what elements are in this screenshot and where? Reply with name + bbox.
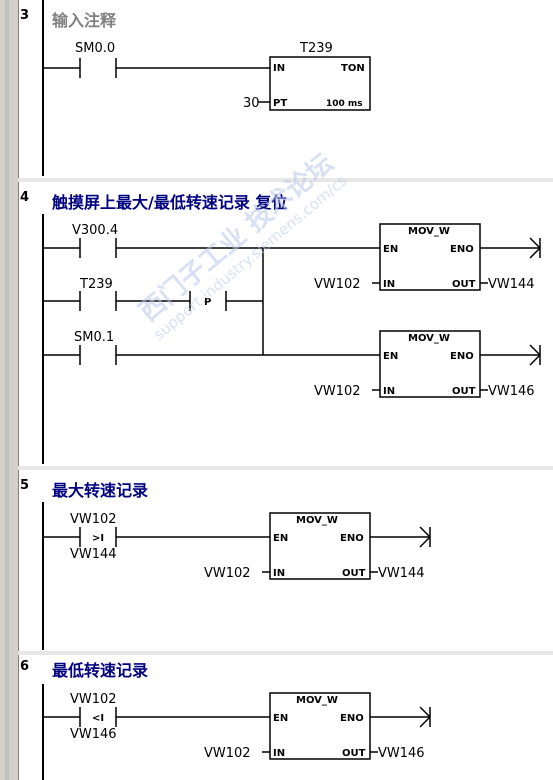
pin-label: ENO <box>450 244 474 255</box>
network-title[interactable]: 触摸屏上最大/最低转速记录 复位 <box>52 193 288 212</box>
network-title[interactable]: 最低转速记录 <box>52 661 149 680</box>
input-operand[interactable]: VW102 <box>204 566 251 581</box>
contact-address[interactable]: SM0.1 <box>74 330 114 345</box>
network-comment[interactable]: 输入注释 <box>52 11 117 30</box>
pin-label: ENO <box>340 713 364 724</box>
input-operand[interactable]: VW102 <box>204 746 251 761</box>
input-operand[interactable]: VW102 <box>314 384 361 399</box>
network-separator <box>18 466 553 470</box>
network-number[interactable]: 4 <box>20 190 30 205</box>
timer-name[interactable]: T239 <box>299 41 333 56</box>
compare-operand-top[interactable]: VW102 <box>70 692 117 707</box>
pin-label: ENO <box>450 351 474 362</box>
network-title[interactable]: 最大转速记录 <box>52 481 149 500</box>
gutter-scroll-bar[interactable] <box>5 0 9 780</box>
pin-label: ENO <box>340 533 364 544</box>
pin-label: PT <box>273 98 287 109</box>
network-separator <box>18 178 553 182</box>
pin-label: EN <box>383 244 398 255</box>
pin-label: EN <box>273 533 288 544</box>
positive-edge-label: P <box>204 297 211 308</box>
pin-label: OUT <box>342 748 366 759</box>
output-operand[interactable]: VW144 <box>488 277 535 292</box>
pin-label: IN <box>273 568 285 579</box>
pin-label: OUT <box>342 568 366 579</box>
box-title: MOV_W <box>408 333 450 344</box>
timer-type: TON <box>341 63 365 74</box>
pin-label: OUT <box>452 279 476 290</box>
contact-address[interactable]: V300.4 <box>72 223 118 238</box>
compare-operator: >I <box>92 533 104 544</box>
timer-resolution: 100 ms <box>326 99 363 109</box>
power-rail <box>42 502 44 650</box>
compare-operand-bottom[interactable]: VW146 <box>70 727 117 742</box>
network-number[interactable]: 5 <box>20 478 30 493</box>
network-number[interactable]: 6 <box>20 659 30 674</box>
contact-address[interactable]: SM0.0 <box>75 41 115 56</box>
pin-label: EN <box>383 351 398 362</box>
compare-operand-top[interactable]: VW102 <box>70 512 117 527</box>
pin-label: OUT <box>452 386 476 397</box>
pin-label: IN <box>273 748 285 759</box>
box-title: MOV_W <box>296 695 338 706</box>
pin-label: IN <box>273 63 285 74</box>
left-gutter <box>0 0 19 780</box>
network-separator <box>18 651 553 655</box>
output-operand[interactable]: VW144 <box>378 566 425 581</box>
pt-value[interactable]: 30 <box>243 96 260 111</box>
pin-label: IN <box>383 279 395 290</box>
output-operand[interactable]: VW146 <box>378 746 425 761</box>
compare-operand-bottom[interactable]: VW144 <box>70 547 117 562</box>
network-number[interactable]: 3 <box>20 8 30 23</box>
box-title: MOV_W <box>408 226 450 237</box>
power-rail <box>42 0 44 176</box>
power-rail <box>42 214 44 464</box>
box-title: MOV_W <box>296 515 338 526</box>
pin-label: IN <box>383 386 395 397</box>
power-rail <box>42 684 44 780</box>
contact-address[interactable]: T239 <box>79 277 113 292</box>
input-operand[interactable]: VW102 <box>314 277 361 292</box>
pin-label: EN <box>273 713 288 724</box>
compare-operator: <I <box>92 713 104 724</box>
output-operand[interactable]: VW146 <box>488 384 535 399</box>
